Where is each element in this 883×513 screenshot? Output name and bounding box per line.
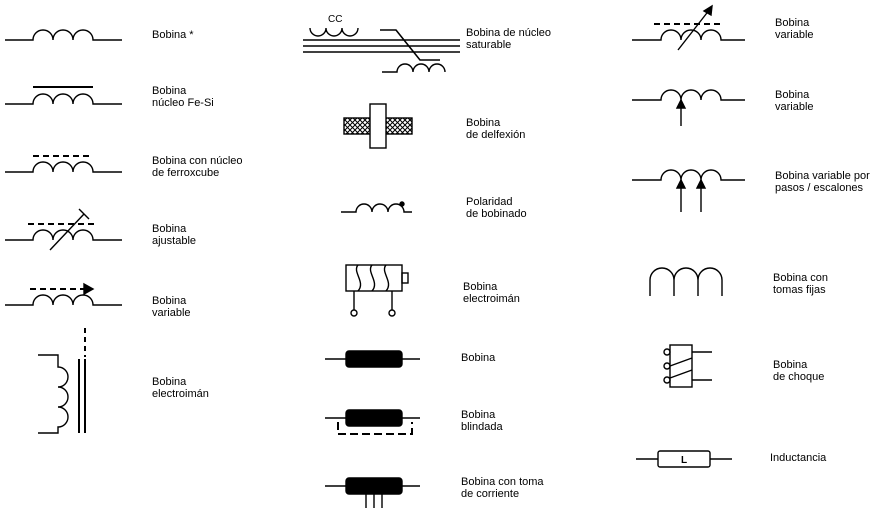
label-line: blindada: [461, 421, 503, 433]
label-line: de ferroxcube: [152, 167, 220, 179]
coil-symbol-inductancia: L: [636, 450, 732, 468]
coil-symbol-variable-pasos: [632, 169, 745, 212]
label-bobina-variable-tap: Bobina variable: [775, 89, 814, 113]
label-line: Bobina con núcleo: [152, 155, 243, 167]
l-label: L: [681, 455, 687, 466]
label-line: Bobina: [463, 281, 498, 293]
label-line: saturable: [466, 39, 512, 51]
label-bobina-variable-pasos: Bobina variable por pasos / escalones: [775, 170, 870, 194]
label-line: pasos / escalones: [775, 182, 864, 194]
label-line: Bobina: [461, 352, 496, 364]
label-bobina-tomas-fijas: Bobina con tomas fijas: [773, 272, 828, 296]
label-bobina-solid: Bobina: [461, 352, 495, 364]
label-line: tomas fijas: [773, 284, 826, 296]
label-bobina-ferroxcube: Bobina con núcleo de ferroxcube: [152, 155, 243, 179]
label-line: Bobina de núcleo: [466, 27, 552, 39]
coil-symbol-variable-diag: [632, 4, 745, 51]
label-bobina-electroiman-core: Bobina electroimán: [152, 376, 209, 400]
label-line: Inductancia: [770, 452, 827, 464]
coil-symbol-variable-tap: [632, 89, 745, 126]
coil-symbol-ferroxcube: [5, 155, 122, 173]
label-line: Polaridad: [466, 196, 513, 208]
label-line: Bobina variable por: [775, 170, 870, 182]
coil-symbol-deflexion: [343, 103, 413, 149]
coil-symbol-bobina: [5, 29, 122, 41]
label-inductancia: Inductancia: [770, 452, 826, 464]
label-line: ajustable: [152, 235, 197, 247]
label-line: Bobina: [773, 359, 808, 371]
coil-symbol-solid: [325, 350, 420, 368]
coil-symbol-electroiman-box: [345, 264, 409, 317]
label-line: de delfexión: [466, 129, 526, 141]
label-line: Bobina: [775, 17, 810, 29]
label-line: Bobina: [461, 409, 496, 421]
coil-symbol-fe-si: [5, 86, 122, 105]
label-bobina-ajustable: Bobina ajustable: [152, 223, 196, 247]
coil-symbol-toma-corriente: [325, 477, 420, 508]
label-line: Bobina: [775, 89, 810, 101]
label-bobina-electroiman-box: Bobina electroimán: [463, 281, 520, 305]
label-bobina: Bobina *: [152, 29, 194, 41]
label-line: Bobina: [152, 223, 187, 235]
label-bobina-nucleo-fe-si: Bobina núcleo Fe-Si: [152, 85, 214, 109]
label-line: variable: [775, 29, 814, 41]
label-bobina-choque: Bobina de choque: [773, 359, 824, 383]
label-line: núcleo Fe-Si: [152, 97, 214, 109]
label-line: de corriente: [461, 488, 520, 500]
coil-symbol-polaridad: [341, 201, 412, 213]
coil-symbol-blindada: [325, 409, 420, 435]
label-line: de bobinado: [466, 208, 527, 220]
label-polaridad-bobinado: Polaridad de bobinado: [466, 196, 527, 220]
coil-symbol-nucleo-saturable: CC: [303, 14, 460, 73]
label-bobina-variable-arrow: Bobina variable: [152, 295, 191, 319]
label-bobina-toma-corriente: Bobina con toma de corriente: [461, 476, 544, 500]
coil-symbol-tomas-fijas: [649, 267, 723, 296]
coil-symbol-variable-arrow: [5, 282, 122, 306]
label-line: Bobina: [152, 376, 187, 388]
label-line: electroimán: [463, 293, 520, 305]
coil-symbol-choque: [663, 344, 712, 388]
coil-symbol-electroiman-core: [38, 328, 86, 434]
label-line: de choque: [773, 371, 825, 383]
label-line: variable: [775, 101, 814, 113]
label-bobina-blindada: Bobina blindada: [461, 409, 503, 433]
label-line: Bobina: [152, 85, 187, 97]
label-bobina-variable-diag: Bobina variable: [775, 17, 814, 41]
coil-symbol-ajustable: [5, 208, 122, 251]
label-bobina-nucleo-saturable: Bobina de núcleo saturable: [466, 27, 551, 51]
label-line: electroimán: [152, 388, 209, 400]
label-line: Bobina: [152, 295, 187, 307]
cc-label: CC: [328, 14, 342, 25]
label-line: Bobina *: [152, 29, 194, 41]
label-line: Bobina con: [773, 272, 829, 284]
label-line: Bobina con toma: [461, 476, 544, 488]
label-bobina-deflexion: Bobina de delfexión: [466, 117, 525, 141]
label-line: Bobina: [466, 117, 501, 129]
label-line: variable: [152, 307, 191, 319]
